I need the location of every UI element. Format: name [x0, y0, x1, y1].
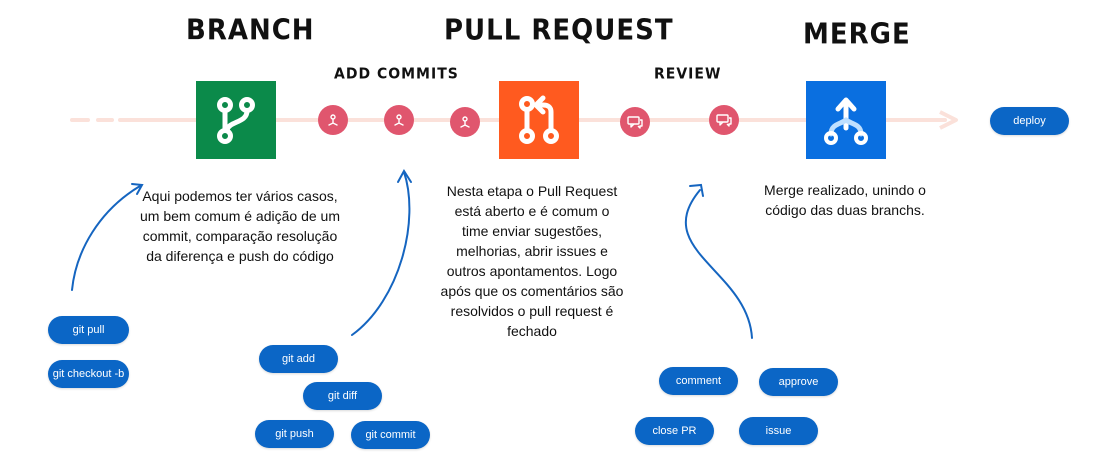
branch-description-text: Aqui podemos ter vários casos,um bem com…	[140, 188, 340, 264]
deploy-button[interactable]: deploy	[990, 107, 1069, 135]
issue-button[interactable]: issue	[739, 417, 818, 445]
stage-title-branch: BRANCH	[186, 14, 315, 48]
chat-bubbles-icon	[709, 105, 739, 135]
git-checkout-button[interactable]: git checkout -b	[48, 360, 129, 388]
comment-button[interactable]: comment	[659, 367, 738, 395]
git-add-button[interactable]: git add	[259, 345, 338, 373]
branch-description: Aqui podemos ter vários casos,um bem com…	[140, 186, 340, 266]
git-commit-icon	[318, 105, 348, 135]
git-push-button[interactable]: git push	[255, 420, 334, 448]
git-pull-request-icon	[499, 81, 579, 159]
pull-request-description: Nesta etapa o Pull Request está aberto e…	[440, 181, 624, 341]
git-diff-button[interactable]: git diff	[303, 382, 382, 410]
step-title-review: REVIEW	[654, 65, 722, 83]
step-title-add-commits: ADD COMMITS	[334, 65, 459, 83]
git-branch-icon	[196, 81, 276, 159]
curved-arrow-branch	[71, 183, 144, 291]
git-commit-icon	[384, 105, 414, 135]
merge-description-text: Merge realizado, unindo o código das dua…	[764, 182, 926, 218]
git-merge-icon	[806, 81, 886, 159]
git-commit-button[interactable]: git commit	[351, 421, 430, 449]
chat-bubbles-icon	[620, 107, 650, 137]
approve-button[interactable]: approve	[759, 368, 838, 396]
merge-description: Merge realizado, unindo o código das dua…	[752, 180, 938, 220]
curved-arrow-commits	[351, 169, 412, 336]
close-pr-button[interactable]: close PR	[635, 417, 714, 445]
git-commit-icon	[450, 107, 480, 137]
git-pull-button[interactable]: git pull	[48, 316, 129, 344]
stage-title-merge: MERGE	[803, 18, 911, 52]
pull-request-description-text: Nesta etapa o Pull Request está aberto e…	[440, 183, 624, 339]
stage-title-pull-request: PULL REQUEST	[444, 14, 674, 48]
curved-arrow-review	[684, 183, 753, 339]
